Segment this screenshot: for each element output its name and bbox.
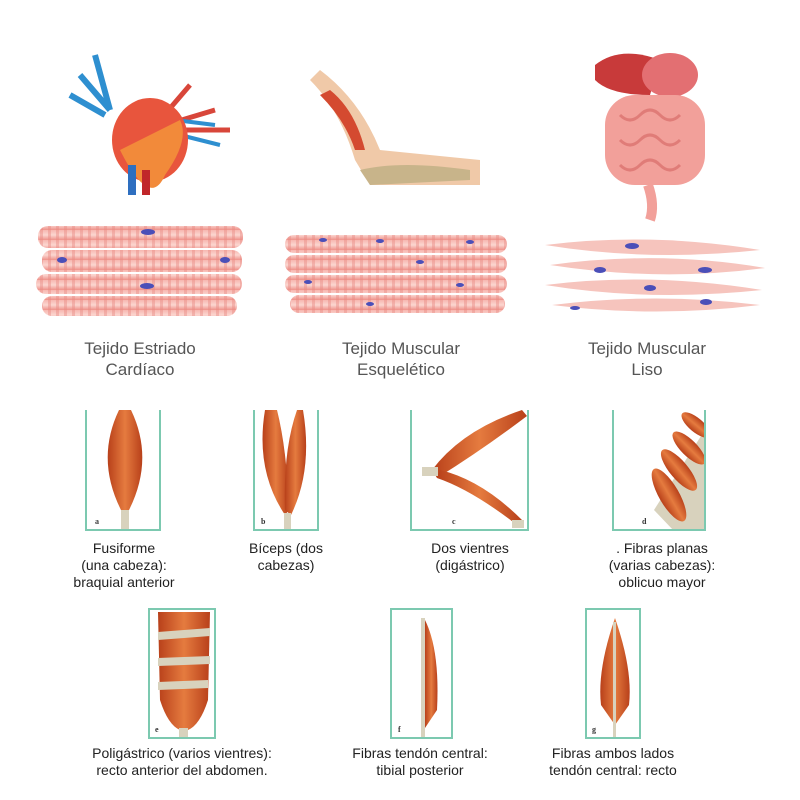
- label-line: tibial posterior: [376, 762, 464, 778]
- polygastric-muscle-icon: [158, 612, 210, 737]
- fusiform-muscle-icon: [107, 410, 143, 529]
- label-line: Tejido Estriado: [84, 339, 196, 358]
- panel-letter: f: [398, 725, 401, 734]
- flat-fibers-muscle-icon: [651, 412, 704, 529]
- elbow-arm-illustration: [310, 70, 480, 185]
- label-line: cabezas): [257, 557, 315, 573]
- label-line: Tejido Muscular: [341, 339, 461, 358]
- digestive-organs-illustration: [595, 53, 705, 222]
- muscle-label-digastric: Dos vientres(digástrico): [350, 540, 590, 574]
- label-line: Fibras tendón central:: [352, 745, 488, 761]
- muscle-panel-flat-fibers: d: [612, 410, 706, 531]
- label-line: Fibras ambos lados: [551, 745, 675, 761]
- label-line: Fusiforme: [92, 540, 156, 556]
- label-line: Bíceps (dos: [249, 540, 323, 556]
- muscle-panel-central-tendon: f: [390, 608, 453, 739]
- label-line: (varias cabezas):: [608, 557, 716, 573]
- biceps-muscle-icon: [262, 410, 307, 529]
- label-line: Dos vientres: [431, 540, 509, 556]
- label-line: oblicuo mayor: [618, 574, 706, 590]
- label-line: Liso: [631, 360, 663, 379]
- panel-letter: a: [95, 517, 99, 526]
- cardiac-tissue-fibers: [36, 226, 243, 316]
- muscle-panel-biceps: b: [253, 410, 319, 531]
- label-line: Cardíaco: [105, 360, 175, 379]
- muscle-panel-polygastric: e: [148, 608, 216, 739]
- muscle-panel-digastric: c: [410, 410, 529, 531]
- unipennate-muscle-icon: [421, 618, 438, 737]
- panel-letter: c: [452, 517, 456, 526]
- label-line: braquial anterior: [73, 574, 175, 590]
- panel-letter: g: [592, 725, 596, 734]
- label-line: tendón central: recto: [549, 762, 677, 778]
- label-line: . Fibras planas: [616, 540, 708, 556]
- heart-illustration: [68, 54, 230, 195]
- skeletal-tissue-fibers: [285, 235, 507, 313]
- muscle-label-fusiform: Fusiforme(una cabeza):braquial anterior: [4, 540, 244, 591]
- label-line: recto anterior del abdomen.: [96, 762, 268, 778]
- label-line: (una cabeza):: [81, 557, 167, 573]
- smooth-tissue-fibers: [545, 239, 765, 312]
- muscle-label-polygastric: Poligástrico (varios vientres):recto ant…: [62, 745, 302, 779]
- label-line: Poligástrico (varios vientres):: [92, 745, 272, 761]
- digastric-muscle-icon: [422, 410, 527, 528]
- muscle-label-flat-fibers: . Fibras planas(varias cabezas):oblicuo …: [542, 540, 782, 591]
- label-line: Tejido Muscular: [587, 339, 707, 358]
- label-line: Esquelético: [357, 360, 445, 379]
- panel-letter: d: [642, 517, 647, 526]
- muscle-label-central-tendon: Fibras tendón central:tibial posterior: [300, 745, 540, 779]
- panel-letter: e: [155, 725, 159, 734]
- bipennate-muscle-icon: [600, 618, 630, 737]
- muscle-panel-fusiform: a: [85, 410, 161, 531]
- label-line: (digástrico): [435, 557, 505, 573]
- panel-letter: b: [261, 517, 266, 526]
- muscle-panel-bipennate: g: [585, 608, 641, 739]
